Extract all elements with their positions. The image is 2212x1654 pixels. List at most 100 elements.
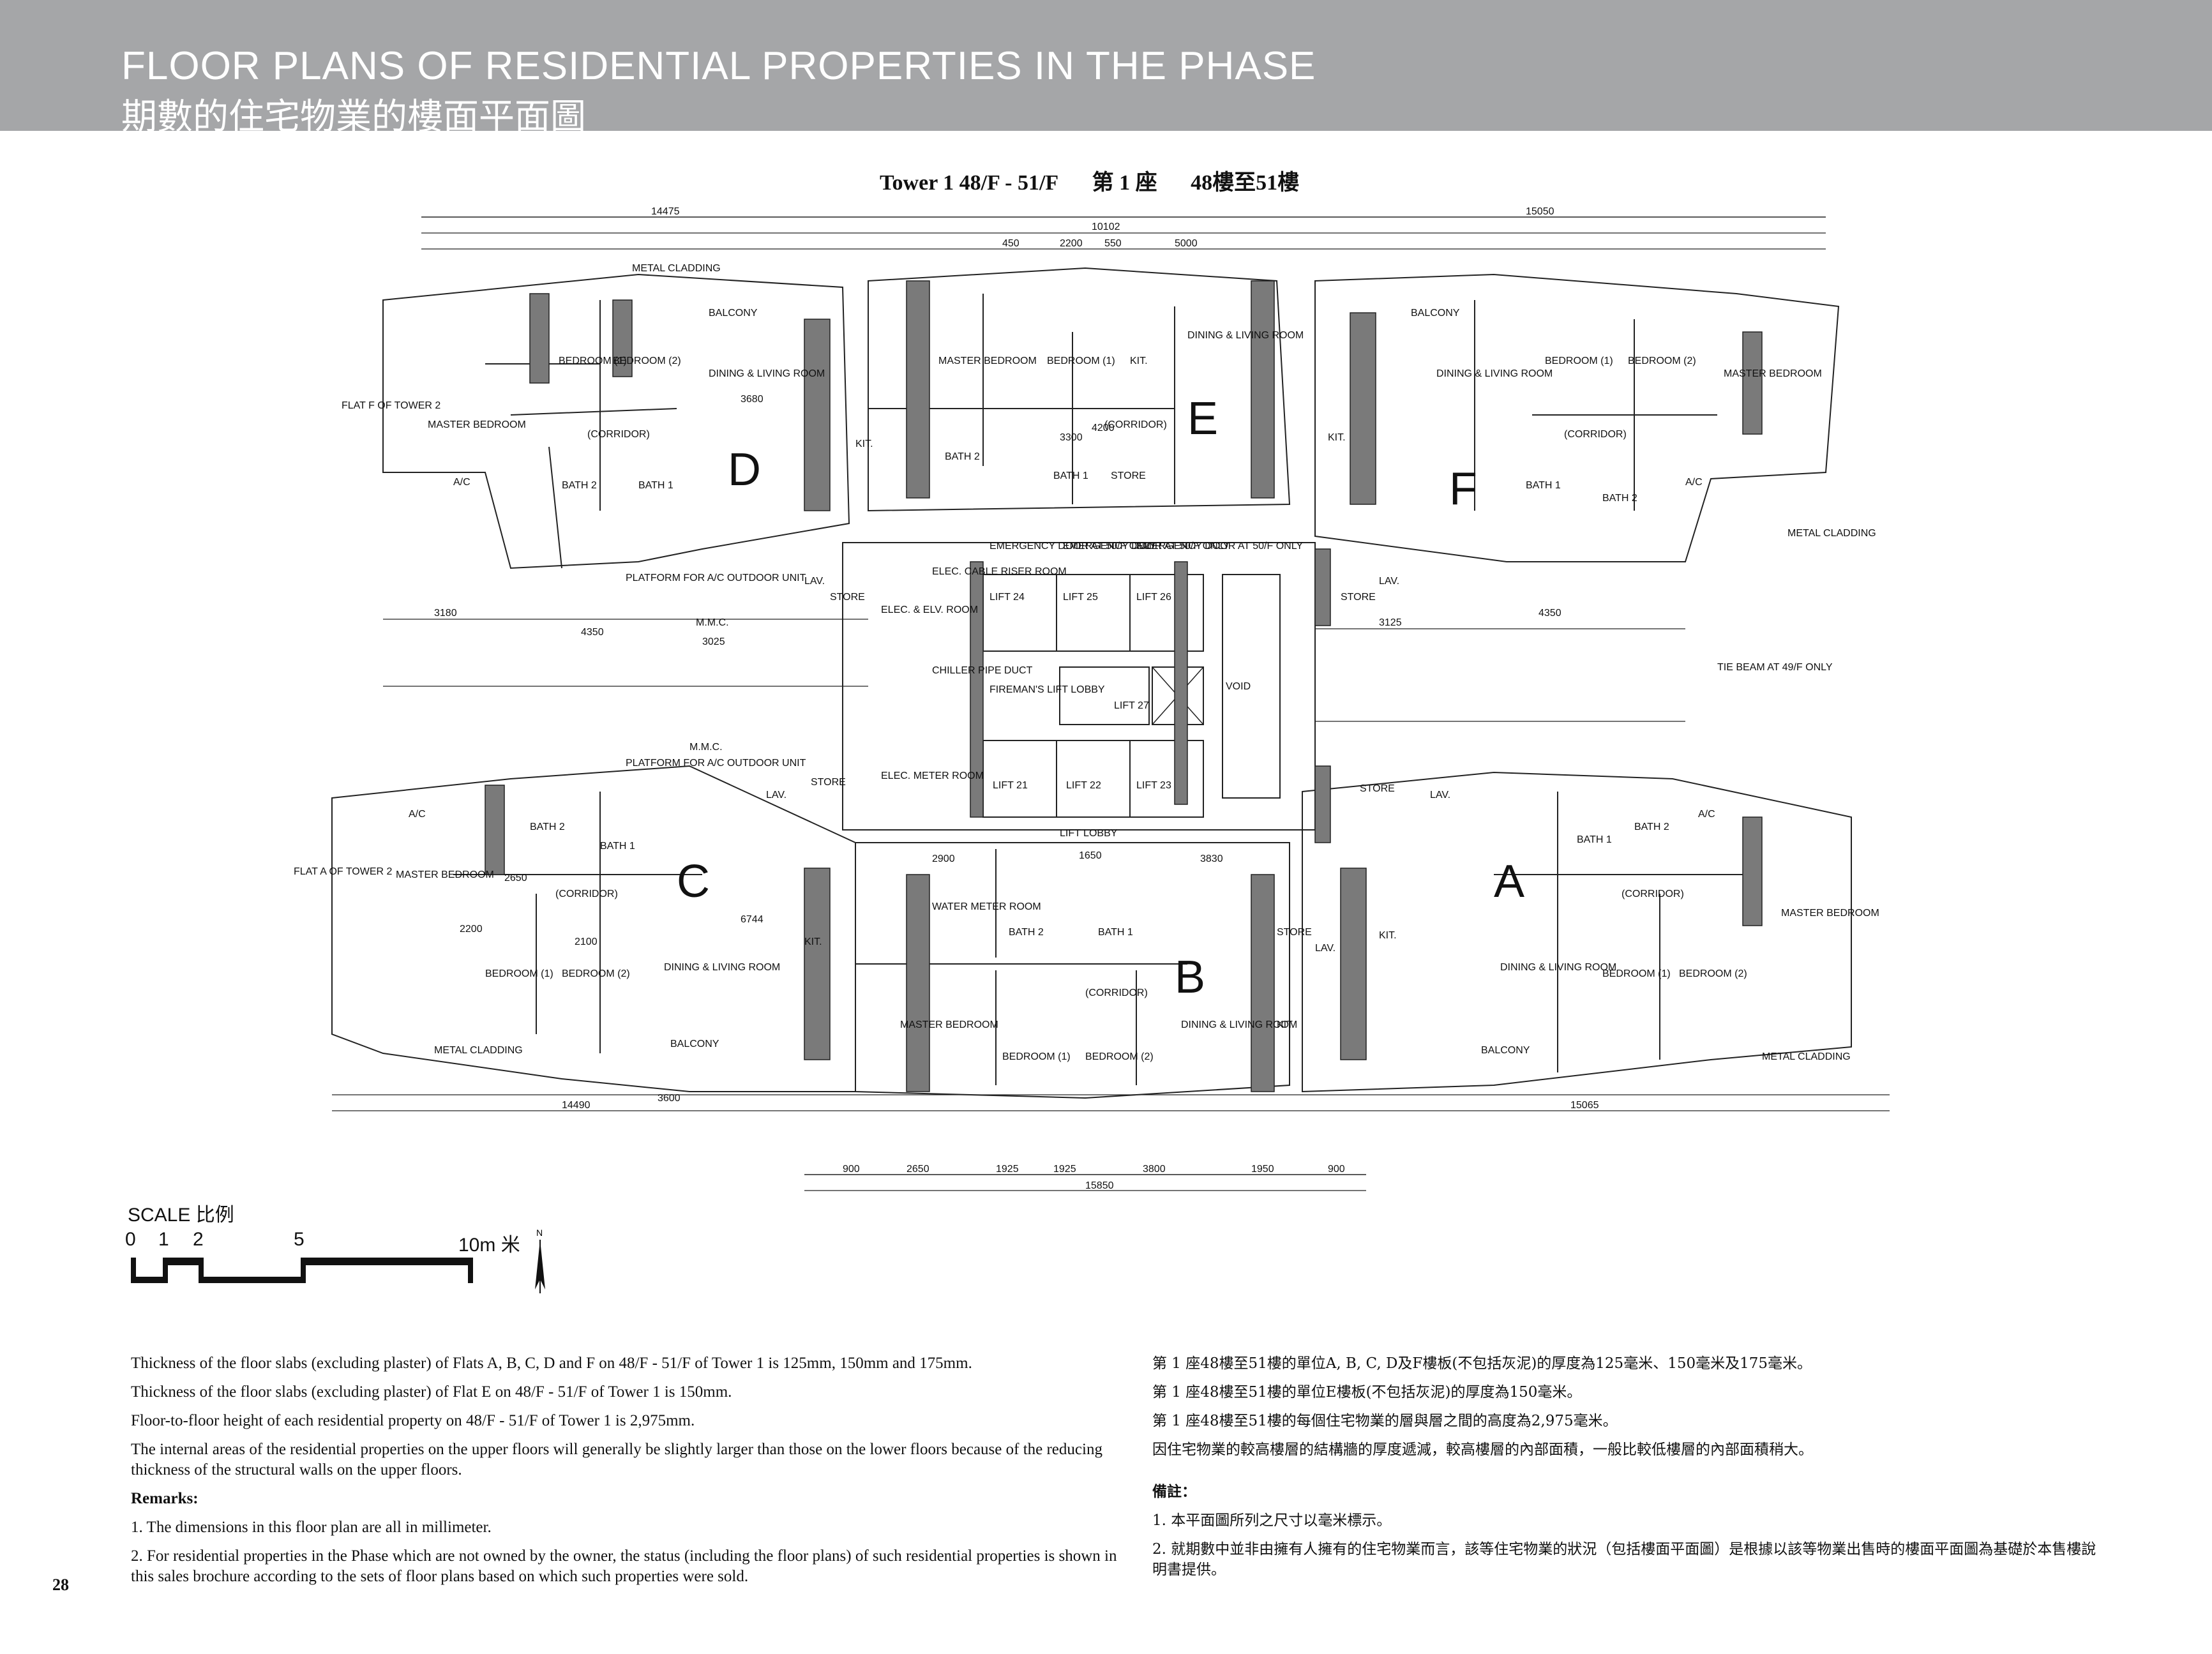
dim-bottom-mid-2: 2650 [907, 1164, 929, 1175]
lift-lobby-label: LIFT LOBBY [1060, 828, 1118, 839]
water-meter-room-label: WATER METER ROOM [932, 901, 1041, 912]
flat-e-label: E [1187, 393, 1218, 444]
north-label: N [536, 1228, 543, 1238]
a-dining-living-label: DINING & LIVING ROOM [1500, 962, 1616, 973]
dim-mid-right-1: 3125 [1379, 617, 1402, 628]
note-zh-2: 第 1 座48樓至51樓的單位E樓板(不包括灰泥)的厚度為150毫米。 [1152, 1384, 1582, 1401]
dim-top-mid-2: 2200 [1060, 238, 1083, 249]
a-bath-1-label: BATH 1 [1577, 834, 1612, 845]
flat-f-label: F [1449, 463, 1477, 515]
note-en-4: The internal areas of the residential pr… [131, 1441, 1102, 1478]
scale-tick-0: 0 [125, 1229, 136, 1250]
scale-tick-5: 5 [294, 1229, 305, 1250]
e-bedroom-1-label: BEDROOM (1) [1047, 356, 1115, 366]
note-en-2: Thickness of the floor slabs (excluding … [131, 1383, 732, 1401]
scale-bar [131, 1258, 473, 1283]
f-master-bedroom-label: MASTER BEDROOM [1724, 368, 1822, 379]
a-lav-label: LAV. [1430, 790, 1450, 801]
d-store-label: STORE [830, 592, 865, 603]
notes-chinese: 第 1 座48樓至51樓的單位A, B, C, D及F樓板(不包括灰泥)的厚度為… [1152, 1353, 2097, 1588]
tie-beam-label: TIE BEAM AT 49/F ONLY [1717, 662, 1833, 673]
b-lav-label: LAV. [1315, 943, 1335, 954]
dim-room-7: 3600 [658, 1093, 681, 1104]
dim-room-2: 6744 [741, 914, 764, 925]
remark-en-2: 2. For residential properties in the Pha… [131, 1547, 1117, 1585]
platform-ac-label-1: PLATFORM FOR A/C OUTDOOR UNIT [626, 573, 806, 583]
remarks-title-zh: 備註： [1152, 1483, 1196, 1500]
d-bedroom-1-label: BEDROOM (1) [559, 356, 627, 366]
metal-cladding-label-2: METAL CLADDING [1787, 528, 1876, 539]
plan-title-en: Tower 1 48/F - 51/F [880, 171, 1059, 195]
dim-room-5: 2200 [460, 924, 483, 935]
c-lav-label: LAV. [766, 790, 786, 801]
page-title-en: FLOOR PLANS OF RESIDENTIAL PROPERTIES IN… [121, 44, 1316, 88]
dim-room-6: 2100 [575, 936, 598, 947]
dim-top-right-total: 15050 [1526, 206, 1554, 217]
f-bath-2-label: BATH 2 [1602, 493, 1637, 504]
dim-bottom-mid-total: 15850 [1085, 1180, 1114, 1191]
c-bath-1-label: BATH 1 [600, 841, 635, 852]
dim-room-1: 3680 [741, 394, 764, 405]
dim-top-mid-3: 550 [1104, 238, 1122, 249]
b-master-bedroom-label: MASTER BEDROOM [900, 1019, 998, 1030]
note-en-3: Floor-to-floor height of each residentia… [131, 1412, 695, 1429]
mmc-label-1: M.M.C. [696, 617, 729, 628]
e-bath-2-label: BATH 2 [945, 451, 980, 462]
b-kit-label: KIT. [1277, 1019, 1295, 1030]
e-bath-1-label: BATH 1 [1053, 470, 1088, 481]
c-bedroom-2-label: BEDROOM (2) [562, 968, 630, 979]
page-number: 28 [52, 1575, 69, 1594]
note-en-1: Thickness of the floor slabs (excluding … [131, 1355, 972, 1372]
metal-cladding-label-4: METAL CLADDING [1762, 1051, 1851, 1062]
d-ac-label: A/C [453, 477, 470, 488]
a-master-bedroom-label: MASTER BEDROOM [1781, 908, 1879, 919]
dim-top-left-total: 14475 [651, 206, 680, 217]
f-ac-label: A/C [1685, 477, 1703, 488]
dim-room-8: 4200 [1092, 423, 1115, 433]
a-kit-label: KIT. [1379, 930, 1397, 941]
d-bath-2-label: BATH 2 [562, 480, 597, 491]
platform-ac-label-2: PLATFORM FOR A/C OUTDOOR UNIT [626, 758, 806, 769]
dim-bottom-mid-3: 1925 [996, 1164, 1019, 1175]
a-bath-2-label: BATH 2 [1634, 822, 1669, 832]
page-title-zh: 期數的住宅物業的樓面平面圖 [121, 96, 586, 138]
plan-title-zh-floor: 48樓至51樓 [1191, 171, 1300, 195]
b-bedroom-2-label: BEDROOM (2) [1085, 1051, 1154, 1062]
f-balcony-label: BALCONY [1411, 308, 1460, 319]
f-bath-1-label: BATH 1 [1526, 480, 1561, 491]
e-dining-living-label: DINING & LIVING ROOM [1187, 330, 1304, 341]
f-lav-label: LAV. [1379, 576, 1399, 587]
b-bath-2-label: BATH 2 [1009, 927, 1044, 938]
f-store-label: STORE [1341, 592, 1376, 603]
remark-zh-1: 1. 本平面圖所列之尺寸以毫米標示。 [1152, 1512, 1392, 1529]
d-master-bedroom-label: MASTER BEDROOM [428, 419, 526, 430]
floor-plan-drawing: LIFT 24 LIFT 25 LIFT 26 LIFT 21 LIFT 22 … [294, 206, 1890, 1191]
flat-a-label: A [1494, 856, 1524, 907]
scale-tick-10: 10m 米 [458, 1235, 520, 1256]
d-corridor-label: (CORRIDOR) [587, 429, 650, 440]
flat-c-label: C [677, 856, 710, 907]
dim-room-4: 2650 [504, 873, 527, 883]
notes-english: Thickness of the floor slabs (excluding … [131, 1353, 1127, 1595]
dim-bottom-right-total: 15065 [1570, 1100, 1599, 1111]
a-corridor-label: (CORRIDOR) [1621, 889, 1684, 899]
dim-mid-left-3: 3025 [702, 636, 725, 647]
lift-21-label: LIFT 21 [993, 780, 1028, 791]
b-dining-living-label: DINING & LIVING ROOM [1181, 1019, 1297, 1030]
a-bedroom-2-label: BEDROOM (2) [1679, 968, 1747, 979]
scale-tick-2: 2 [193, 1229, 204, 1250]
dim-top-mid-total: 10102 [1092, 222, 1120, 232]
void-label: VOID [1226, 681, 1251, 692]
plan-title: Tower 1 48/F - 51/F 第 1 座 48樓至51樓 [880, 165, 1327, 196]
lift-27-label: LIFT 27 [1114, 700, 1149, 711]
f-bedroom-2-label: BEDROOM (2) [1628, 356, 1696, 366]
remarks-title-en: Remarks: [131, 1490, 199, 1507]
dim-bottom-mid-5: 3800 [1143, 1164, 1166, 1175]
flat-d-label: D [728, 444, 761, 495]
d-lav-label: LAV. [804, 576, 825, 587]
dim-room-11: 3830 [1200, 853, 1223, 864]
b-corridor-label: (CORRIDOR) [1085, 988, 1148, 998]
c-ac-label: A/C [409, 809, 426, 820]
dim-bottom-left-total: 14490 [562, 1100, 591, 1111]
c-dining-living-label: DINING & LIVING ROOM [664, 962, 780, 973]
